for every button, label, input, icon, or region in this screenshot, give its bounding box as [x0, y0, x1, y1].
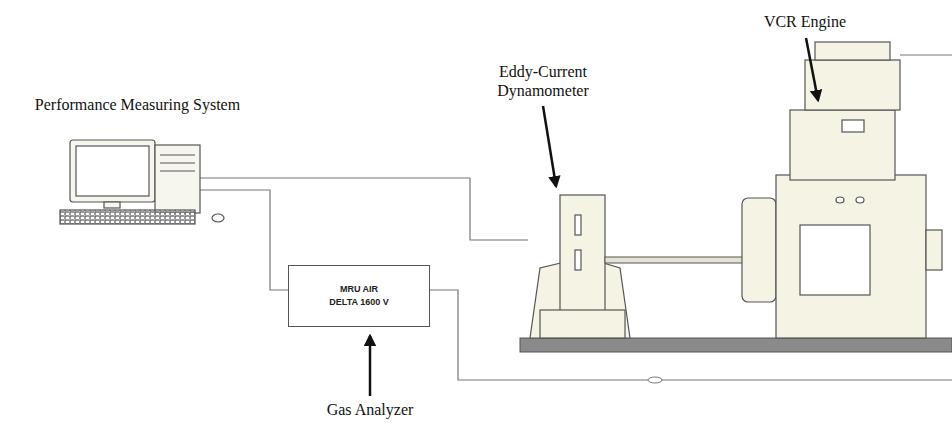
shaft: [605, 257, 745, 263]
computer: [60, 140, 224, 224]
analyzer-box: MRU AIR DELTA 1600 V: [288, 265, 430, 327]
engine: [742, 42, 942, 338]
base-plate: [520, 338, 952, 352]
dynamometer: [530, 195, 630, 338]
part-label: VCR Engine: [735, 12, 875, 31]
wire-connector: [648, 377, 662, 383]
part-label: Performance Measuring System: [0, 95, 275, 114]
signal-wires: [200, 55, 952, 380]
part-label: Eddy-Current Dynamometer: [468, 62, 618, 100]
label-arrows: [370, 38, 818, 396]
part-label: Gas Analyzer: [300, 400, 440, 419]
device-label: MRU AIR DELTA 1600 V: [325, 283, 393, 309]
